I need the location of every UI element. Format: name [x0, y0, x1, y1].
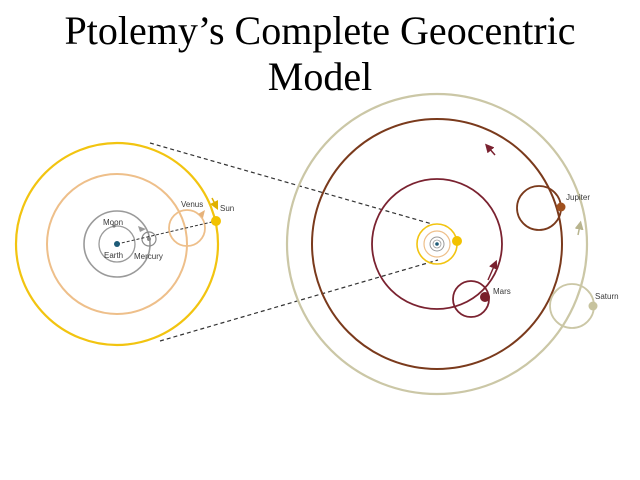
- earth-sun-line: [116, 220, 217, 245]
- sun-label: Sun: [220, 204, 234, 213]
- moon: [112, 224, 116, 228]
- inner-earth: [435, 242, 439, 246]
- sun-arrow: [209, 197, 219, 211]
- moon-orbit: [98, 225, 136, 263]
- earth-label: Earth: [104, 251, 123, 260]
- title-line-1: Ptolemy’s Complete Geocentric: [64, 8, 576, 53]
- saturn-epicycle: [549, 283, 595, 329]
- saturn-orbit: [285, 92, 589, 396]
- venus-arrow: [198, 210, 205, 218]
- connector-bottom: [159, 259, 439, 342]
- mars: [480, 292, 490, 302]
- jupiter-epicycle: [516, 185, 562, 231]
- jupiter-orbit-arrow: [485, 143, 496, 156]
- venus-label: Venus: [181, 200, 203, 209]
- venus-deferent-orbit: [46, 173, 188, 315]
- jupiter-label: Jupiter: [566, 193, 590, 202]
- inner-moon-orbit: [432, 239, 442, 249]
- mercury-arrow: [138, 226, 146, 232]
- jupiter-orbit: [311, 118, 563, 370]
- sun-orbit: [14, 141, 220, 347]
- mercury-label: Mercury: [134, 252, 163, 261]
- mars-arrow: [487, 259, 498, 281]
- inner-system-detail: Moon Earth Mercury Venus Sun: [14, 141, 234, 347]
- complete-model: Mars Jupiter Saturn: [285, 92, 619, 396]
- page-title: Ptolemy’s Complete Geocentric Model: [0, 8, 640, 100]
- inner-mercury-orbit: [429, 236, 445, 252]
- mercury: [147, 237, 151, 241]
- mars-label: Mars: [493, 287, 511, 296]
- jupiter: [556, 202, 566, 212]
- mars-orbit: [371, 178, 503, 310]
- title-line-2: Model: [267, 54, 373, 99]
- mercury-epicycle: [141, 231, 157, 247]
- inner-venus-orbit: [423, 230, 451, 258]
- inner-sun: [452, 236, 462, 246]
- saturn: [588, 301, 598, 311]
- saturn-orbit-arrow: [574, 220, 584, 236]
- saturn-label: Saturn: [595, 292, 619, 301]
- earth: [114, 241, 120, 247]
- moon-label: Moon: [103, 218, 123, 227]
- mercury-deferent-orbit: [83, 210, 151, 278]
- sun: [211, 216, 221, 226]
- venus-epicycle: [168, 209, 206, 247]
